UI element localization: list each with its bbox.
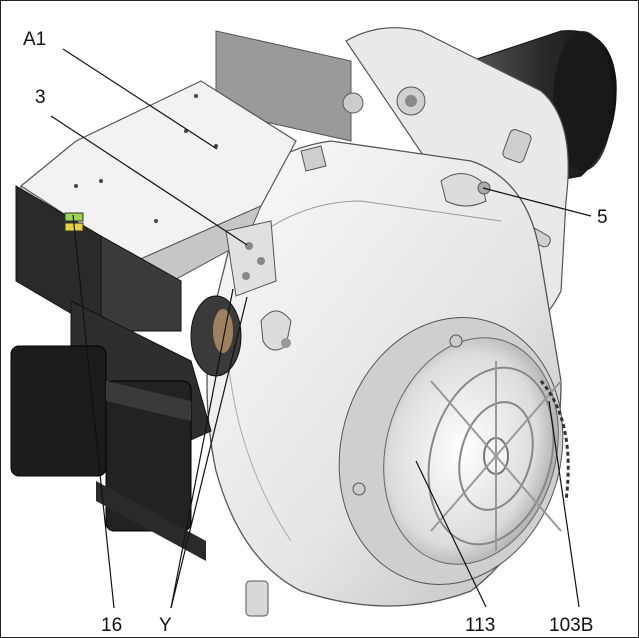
- leader-113: [415, 460, 487, 608]
- leader-y-1: [170, 296, 248, 609]
- leader-103b: [548, 400, 580, 608]
- leader-lines: [50, 48, 592, 609]
- leader-5: [482, 187, 592, 217]
- leader-a1: [62, 48, 218, 150]
- leader-16: [72, 214, 115, 609]
- solenoid-coils: [10, 345, 206, 561]
- callout-labels: A1 3 5 16 Y 113 103B: [23, 29, 608, 636]
- label-113: 113: [465, 615, 495, 636]
- leader-y-2: [170, 288, 234, 609]
- label-y: Y: [159, 615, 172, 636]
- leader-3: [50, 115, 248, 246]
- label-103b: 103B: [549, 615, 593, 636]
- air-inlet: [338, 317, 570, 585]
- label-5: 5: [597, 207, 608, 228]
- label-16: 16: [101, 615, 122, 636]
- label-3: 3: [35, 87, 46, 108]
- label-a1: A1: [23, 29, 46, 50]
